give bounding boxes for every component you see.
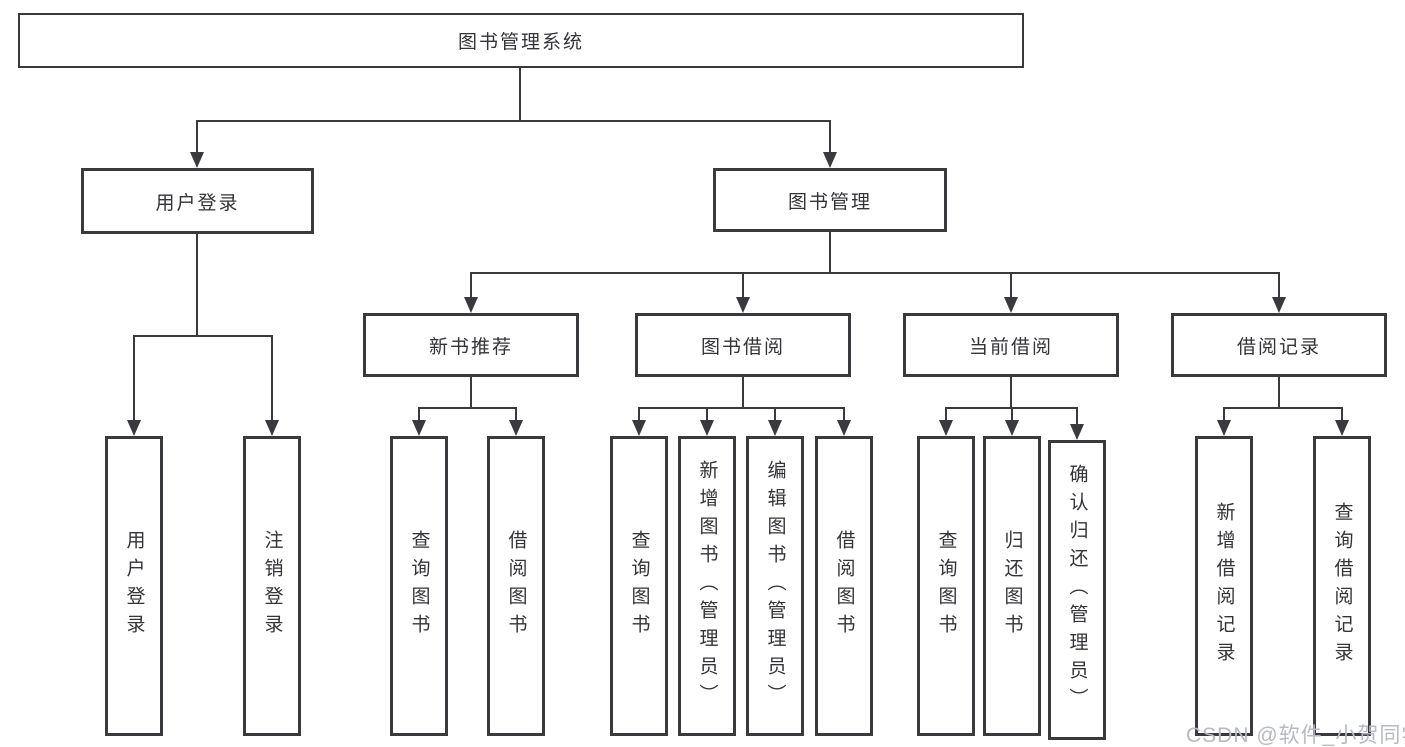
leaf-user-login: 用户登录 [105,436,163,736]
node-new-book-recommend-label: 新书推荐 [428,336,513,358]
node-book-borrow: 图书借阅 [635,313,851,377]
leaf-borrow-book-2: 借阅图书 [815,436,873,736]
node-library-system: 图书管理系统 [18,13,1024,68]
leaf-borrow-book-1: 借阅图书 [487,436,545,736]
node-current-borrow-label: 当前借阅 [968,336,1053,358]
node-user-login-label: 用户登录 [155,192,240,214]
node-book-management: 图书管理 [713,168,947,232]
node-user-login: 用户登录 [81,168,314,234]
leaf-add-book-admin: 新增图书（管理员） [678,436,736,736]
csdn-watermark: CSDN @软件_小贺同学 [1186,724,1405,747]
node-borrow-records: 借阅记录 [1171,313,1387,377]
leaf-logout: 注销登录 [243,436,301,736]
node-library-system-label: 图书管理系统 [457,32,584,53]
node-book-management-label: 图书管理 [787,191,872,213]
leaf-add-borrow-record: 新增借阅记录 [1195,436,1253,736]
leaf-query-book-2: 查询图书 [610,436,668,736]
leaf-confirm-return-admin: 确认归还（管理员） [1048,440,1106,740]
node-current-borrow: 当前借阅 [903,313,1119,377]
node-book-borrow-label: 图书借阅 [700,336,785,358]
node-new-book-recommend: 新书推荐 [363,313,579,377]
leaf-edit-book-admin: 编辑图书（管理员） [746,436,804,736]
leaf-query-borrow-record: 查询借阅记录 [1313,436,1371,736]
leaf-return-book: 归还图书 [983,436,1041,736]
leaf-query-book-3: 查询图书 [917,436,975,736]
leaf-query-book-1: 查询图书 [390,436,448,736]
node-borrow-records-label: 借阅记录 [1236,336,1321,358]
